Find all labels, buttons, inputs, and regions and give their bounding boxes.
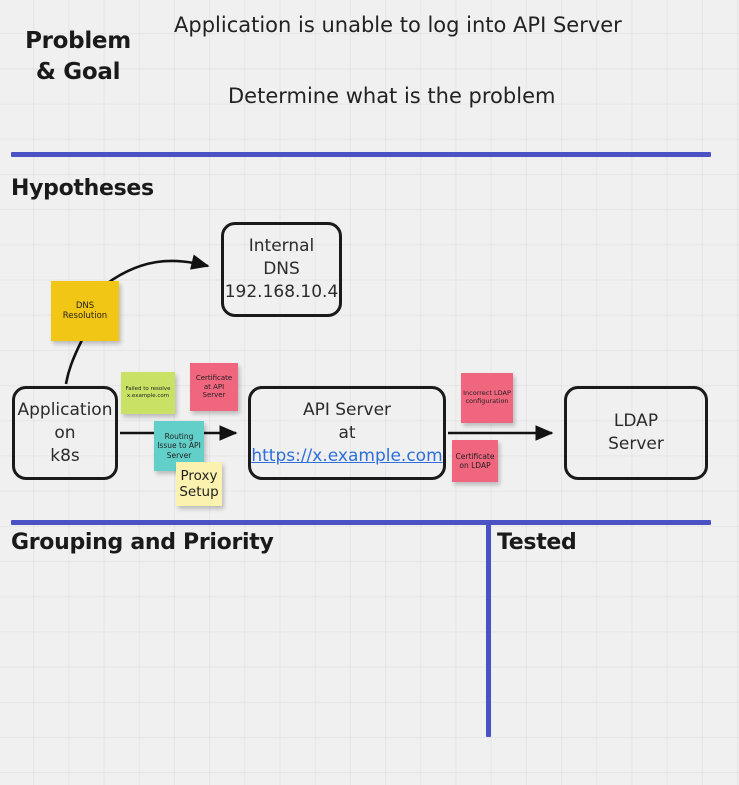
sticky-note-dns-resolution[interactable]: DNS Resolution: [51, 281, 119, 341]
node-api-server[interactable]: API Server at https://x.example.com: [248, 386, 446, 480]
node-line: LDAP: [613, 411, 659, 431]
node-internal-dns[interactable]: Internal DNS 192.168.10.4: [221, 222, 342, 317]
node-line: Internal: [248, 236, 315, 256]
section-label-grouping-and-priority: Grouping and Priority: [11, 530, 274, 555]
column-divider-tested: [486, 522, 491, 737]
section-label-hypotheses: Hypotheses: [11, 176, 154, 201]
section-label-tested: Tested: [497, 530, 577, 555]
node-line: on: [54, 422, 76, 443]
node-line: Server: [608, 434, 664, 454]
node-line: at: [338, 422, 356, 443]
section-divider-bottom: [11, 520, 711, 525]
node-ldap-server[interactable]: LDAP Server: [564, 386, 708, 480]
node-line: k8s: [50, 445, 80, 466]
goal-statement: Determine what is the problem: [228, 84, 556, 108]
sticky-note-certificate-at-api-server[interactable]: Certificate at API Server: [190, 363, 238, 411]
node-ip-address: 192.168.10.4: [224, 282, 339, 302]
node-application-on-k8s[interactable]: Application on k8s: [12, 386, 118, 480]
api-server-url-link[interactable]: https://x.example.com: [251, 445, 443, 466]
sticky-note-failed-resolve[interactable]: Failed to resolve x.example.com: [121, 372, 175, 414]
section-divider-top: [11, 152, 711, 157]
node-line: DNS: [263, 259, 300, 279]
section-label-problem-goal: Problem & Goal: [25, 28, 131, 85]
node-line: API Server: [302, 399, 392, 420]
sticky-note-certificate-on-ldap[interactable]: Certificate on LDAP: [452, 440, 498, 482]
sticky-note-proxy-setup[interactable]: Proxy Setup: [176, 462, 222, 506]
sticky-note-incorrect-ldap-configuration[interactable]: Incorrect LDAP configuration: [461, 373, 513, 423]
node-line: Application: [17, 399, 113, 420]
problem-statement: Application is unable to log into API Se…: [174, 13, 622, 37]
